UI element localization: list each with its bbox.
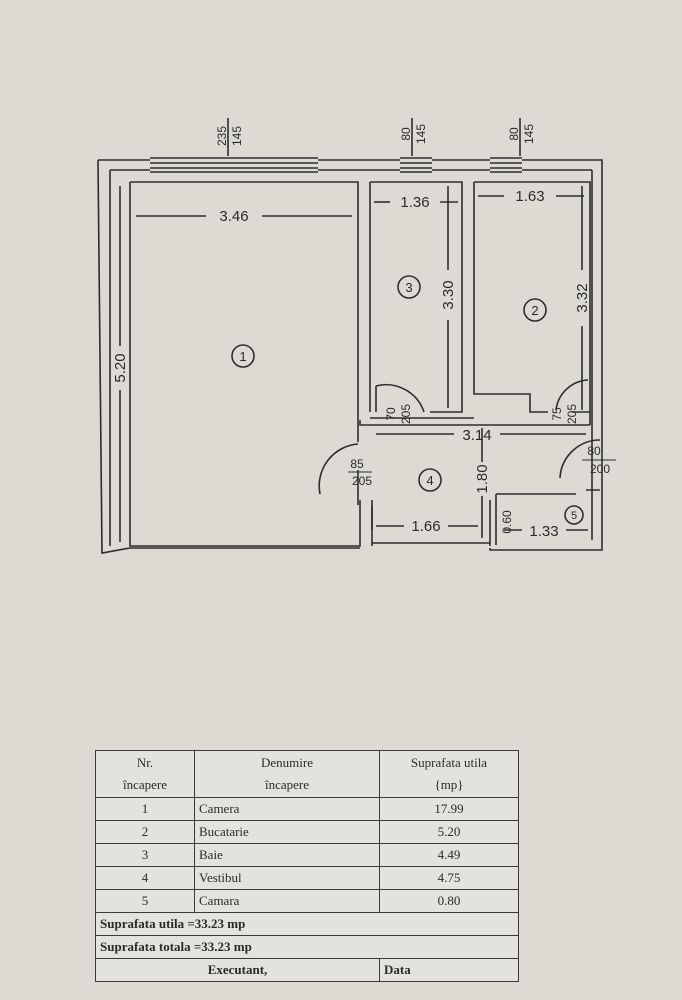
table-row: 4 Vestibul 4.75 — [95, 866, 519, 890]
floor-plan: 1 2 3 4 5 3.46 1.36 1.63 3.14 1.66 1.33 … — [97, 118, 616, 554]
room3-wall — [369, 181, 463, 413]
door-arc-camara — [559, 439, 601, 479]
header-denumire-line1: Denumire — [261, 755, 313, 770]
window-1-width: 235 — [215, 126, 229, 146]
dim-camara-depth: 0.60 — [500, 510, 514, 534]
window-3 — [490, 157, 522, 173]
row-nr: 2 — [95, 820, 195, 844]
rooms-table: Nr. încapere Denumire încapere Suprafata… — [95, 750, 519, 982]
executant-label: Executant, — [95, 958, 380, 982]
room2-wall — [473, 181, 591, 413]
dim-room2-height: 3.32 — [574, 283, 591, 312]
door-camera-width: 85 — [350, 457, 364, 471]
dim-room2-width: 1.63 — [515, 188, 544, 205]
door-baie-width: 70 — [384, 407, 398, 421]
row-area: 4.49 — [379, 843, 519, 867]
room1-right-wall — [130, 181, 359, 442]
dim-hall-height: 1.80 — [474, 464, 491, 493]
room-number-3: 3 — [405, 280, 412, 295]
row-area: 17.99 — [379, 797, 519, 821]
row-area: 0.80 — [379, 889, 519, 913]
header-denumire: Denumire încapere — [194, 750, 380, 798]
suprafata-utila-total: Suprafata utila =33.23 mp — [95, 912, 519, 936]
executant-row: Executant, Data — [95, 958, 519, 982]
row-name: Baie — [194, 843, 380, 867]
header-suprafata: Suprafata utila {mp} — [379, 750, 519, 798]
dim-room1-height: 5.20 — [112, 353, 129, 382]
door-camara-width: 80 — [587, 444, 601, 458]
room-circle-4 — [418, 468, 442, 492]
row-nr: 5 — [95, 889, 195, 913]
room-circle-3 — [397, 275, 421, 299]
camara-wall — [495, 489, 600, 545]
header-suprafata-line1: Suprafata utila — [410, 755, 488, 770]
dim-hall-width: 3.14 — [462, 427, 491, 444]
room-number-5: 5 — [571, 510, 577, 522]
table-row: 1 Camera 17.99 — [95, 797, 519, 821]
row-nr: 3 — [95, 843, 195, 867]
window-2-width: 80 — [399, 127, 413, 141]
table-header-row: Nr. încapere Denumire încapere Suprafata… — [95, 750, 519, 798]
suprafata-totala-total: Suprafata totala =33.23 mp — [95, 935, 519, 959]
row-name: Bucatarie — [194, 820, 380, 844]
row-area: 4.75 — [379, 866, 519, 890]
dim-vestibul-width: 1.66 — [411, 518, 440, 535]
room-circle-1 — [231, 344, 255, 368]
suprafata-totala-row: Suprafata totala =33.23 mp — [95, 935, 519, 959]
header-denumire-line2: încapere — [264, 777, 310, 792]
room-circle-2 — [523, 298, 547, 322]
header-suprafata-line2: {mp} — [434, 777, 464, 792]
row-name: Vestibul — [194, 866, 380, 890]
row-nr: 4 — [95, 866, 195, 890]
dim-room3-width: 1.36 — [400, 194, 429, 211]
room-number-1: 1 — [239, 349, 246, 364]
row-name: Camera — [194, 797, 380, 821]
window-1 — [150, 157, 318, 173]
door-arc-camera — [318, 443, 359, 495]
table-row: 3 Baie 4.49 — [95, 843, 519, 867]
dim-camara-width: 1.33 — [529, 523, 558, 540]
door-arc-bucatarie — [555, 379, 589, 411]
data-label: Data — [379, 958, 519, 982]
door-camera-height: 205 — [352, 474, 372, 488]
door-bucatarie-height: 205 — [565, 404, 579, 424]
row-area: 5.20 — [379, 820, 519, 844]
table-row: 2 Bucatarie 5.20 — [95, 820, 519, 844]
dim-room1-width: 3.46 — [219, 208, 248, 225]
window-3-height: 145 — [522, 124, 536, 144]
suprafata-utila-row: Suprafata utila =33.23 mp — [95, 912, 519, 936]
door-camara-height: 200 — [590, 462, 610, 476]
window-2-height: 145 — [414, 124, 428, 144]
room-circle-5 — [564, 505, 584, 525]
window-2 — [400, 157, 432, 173]
window-3-width: 80 — [507, 127, 521, 141]
door-arc-baie — [375, 383, 425, 413]
room-number-4: 4 — [426, 473, 433, 488]
room-number-2: 2 — [531, 303, 538, 318]
header-nr: Nr. încapere — [95, 750, 195, 798]
outer-wall — [97, 159, 603, 554]
row-nr: 1 — [95, 797, 195, 821]
header-nr-line1: Nr. — [136, 755, 154, 770]
door-baie-height: 205 — [399, 404, 413, 424]
row-name: Camara — [194, 889, 380, 913]
header-nr-line2: încapere — [122, 777, 168, 792]
dim-room3-height: 3.30 — [440, 280, 457, 309]
window-1-height: 145 — [230, 126, 244, 146]
table-row: 5 Camara 0.80 — [95, 889, 519, 913]
door-bucatarie-width: 75 — [550, 407, 564, 421]
